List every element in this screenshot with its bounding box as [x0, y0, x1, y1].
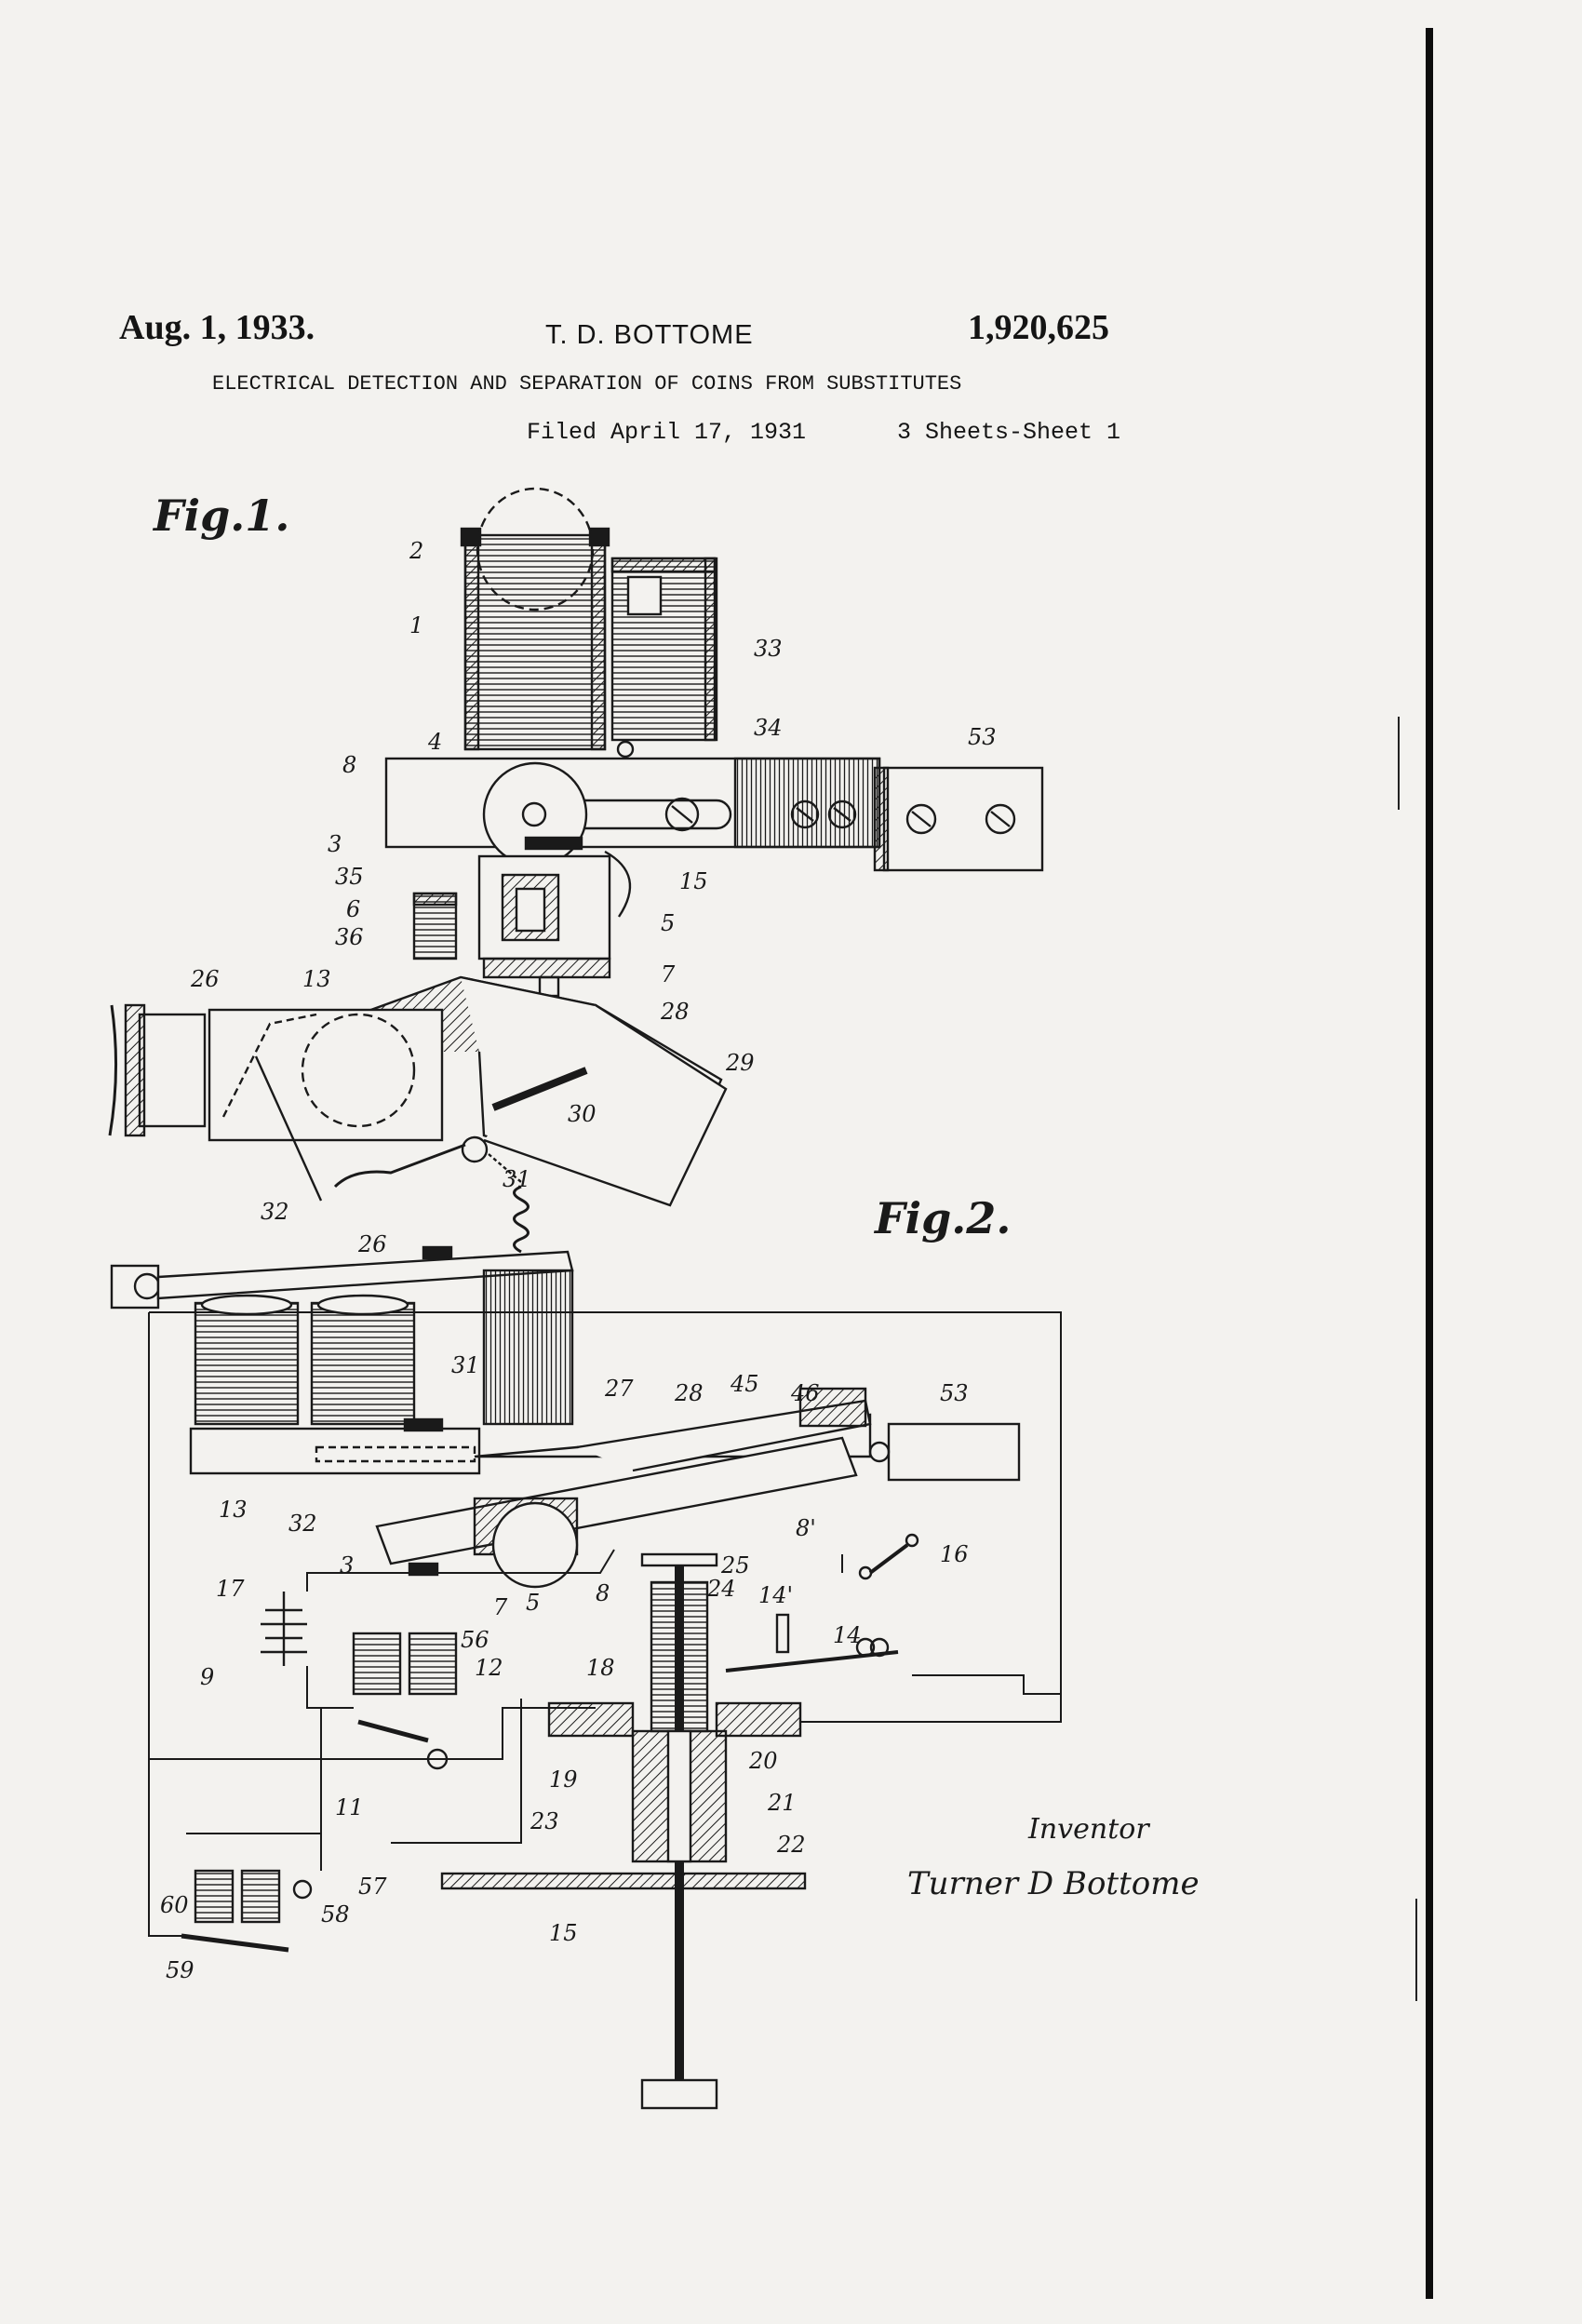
ref-13: 13	[302, 966, 331, 992]
ref2-3: 3	[340, 1552, 354, 1578]
ref2-56: 56	[461, 1627, 489, 1653]
patent-date: Aug. 1, 1933.	[119, 308, 315, 347]
ref-8: 8	[342, 752, 356, 778]
ref-29: 29	[725, 1050, 755, 1076]
inventor-label: Inventor	[1027, 1813, 1150, 1846]
ref2-17: 17	[216, 1576, 245, 1602]
coin-outline	[476, 487, 595, 611]
ref2-25: 25	[720, 1552, 750, 1578]
ref2-58: 58	[321, 1901, 350, 1928]
ref2-13: 13	[219, 1497, 248, 1523]
patent-number: 1,920,625	[968, 308, 1109, 347]
ref2-60: 60	[160, 1892, 189, 1918]
ref-3: 3	[328, 831, 342, 857]
ref2-18: 18	[586, 1655, 615, 1681]
ref2-23: 23	[530, 1808, 559, 1834]
ref2-59: 59	[166, 1957, 194, 1983]
ref2-12: 12	[475, 1655, 503, 1681]
relay-12a	[352, 1632, 402, 1696]
fig2-drawing	[110, 1185, 1062, 2110]
coin-tube	[463, 533, 607, 751]
coil-13a	[194, 1301, 300, 1426]
ref-32: 32	[261, 1199, 289, 1225]
ref-28: 28	[660, 999, 690, 1025]
ref2-32: 32	[288, 1511, 317, 1537]
ref2-15: 15	[549, 1920, 578, 1946]
coil-13b	[310, 1301, 416, 1426]
chute-29	[483, 1003, 728, 1207]
ref2-31: 31	[451, 1352, 480, 1378]
ref2-46: 46	[790, 1380, 820, 1406]
fig1-label: Fig.1.	[152, 490, 289, 541]
relay-60a	[194, 1869, 235, 1924]
relay-12b	[408, 1632, 458, 1696]
ref2-14: 14	[833, 1622, 862, 1648]
ref2-8p: 8'	[796, 1515, 816, 1541]
ref-4: 4	[427, 729, 442, 755]
ref-53: 53	[968, 724, 997, 750]
ref2-53: 53	[940, 1380, 969, 1406]
ref-26: 26	[190, 966, 220, 992]
fig2-refs: 26 31 27 28 45 46 53 13 32 3 8' 16 5 25 …	[160, 1231, 969, 1983]
ref2-24: 24	[706, 1576, 736, 1602]
ref2-45: 45	[730, 1371, 759, 1397]
ref-5: 5	[661, 910, 675, 936]
connector-53-fig2	[887, 1422, 1021, 1482]
patent-title: ELECTRICAL DETECTION AND SEPARATION OF C…	[212, 372, 962, 396]
ref2-11: 11	[335, 1794, 364, 1820]
sheet-count: 3 Sheets-Sheet 1	[897, 419, 1121, 446]
ref-33: 33	[754, 636, 783, 662]
ref2-9: 9	[200, 1664, 214, 1690]
ref-34: 34	[754, 715, 783, 741]
inventor-signature: Turner D Bottome	[907, 1865, 1200, 1902]
ref2-8: 8	[596, 1580, 610, 1606]
fig1-refs: 2 1 33 34 53 4 8 3 35 15 6 36 5 7 26 13 …	[190, 538, 997, 1225]
margin-rule	[1426, 28, 1433, 2299]
ref2-27: 27	[604, 1376, 634, 1402]
fig1-drawing	[108, 487, 1044, 1207]
ref-15: 15	[679, 868, 708, 894]
fig2-label: Fig.2.	[873, 1193, 1011, 1243]
ref2-16: 16	[940, 1541, 969, 1567]
relay-housing	[208, 1008, 444, 1142]
ref-2: 2	[409, 538, 423, 564]
ref-30: 30	[568, 1101, 597, 1127]
ref2-14p: 14'	[758, 1582, 793, 1608]
ref-1: 1	[409, 612, 423, 638]
ref2-22: 22	[776, 1832, 806, 1858]
inventor-name: T. D. BOTTOME	[545, 320, 754, 350]
ref2-19: 19	[549, 1767, 578, 1793]
filing-date: Filed April 17, 1931	[527, 419, 807, 446]
ref2-57: 57	[358, 1874, 387, 1900]
ref-6: 6	[346, 896, 360, 922]
ref-36: 36	[335, 924, 364, 950]
ref2-28: 28	[674, 1380, 704, 1406]
relay-60b	[240, 1869, 281, 1924]
coin-disc	[482, 761, 588, 867]
connector-53	[882, 766, 1044, 872]
ref-35: 35	[335, 864, 364, 890]
ref2-21: 21	[767, 1790, 797, 1816]
ref2-7: 7	[493, 1594, 508, 1620]
ref-7: 7	[661, 961, 676, 987]
ref2-5: 5	[526, 1590, 540, 1616]
ref2-26: 26	[357, 1231, 387, 1257]
ref2-20: 20	[748, 1748, 778, 1774]
